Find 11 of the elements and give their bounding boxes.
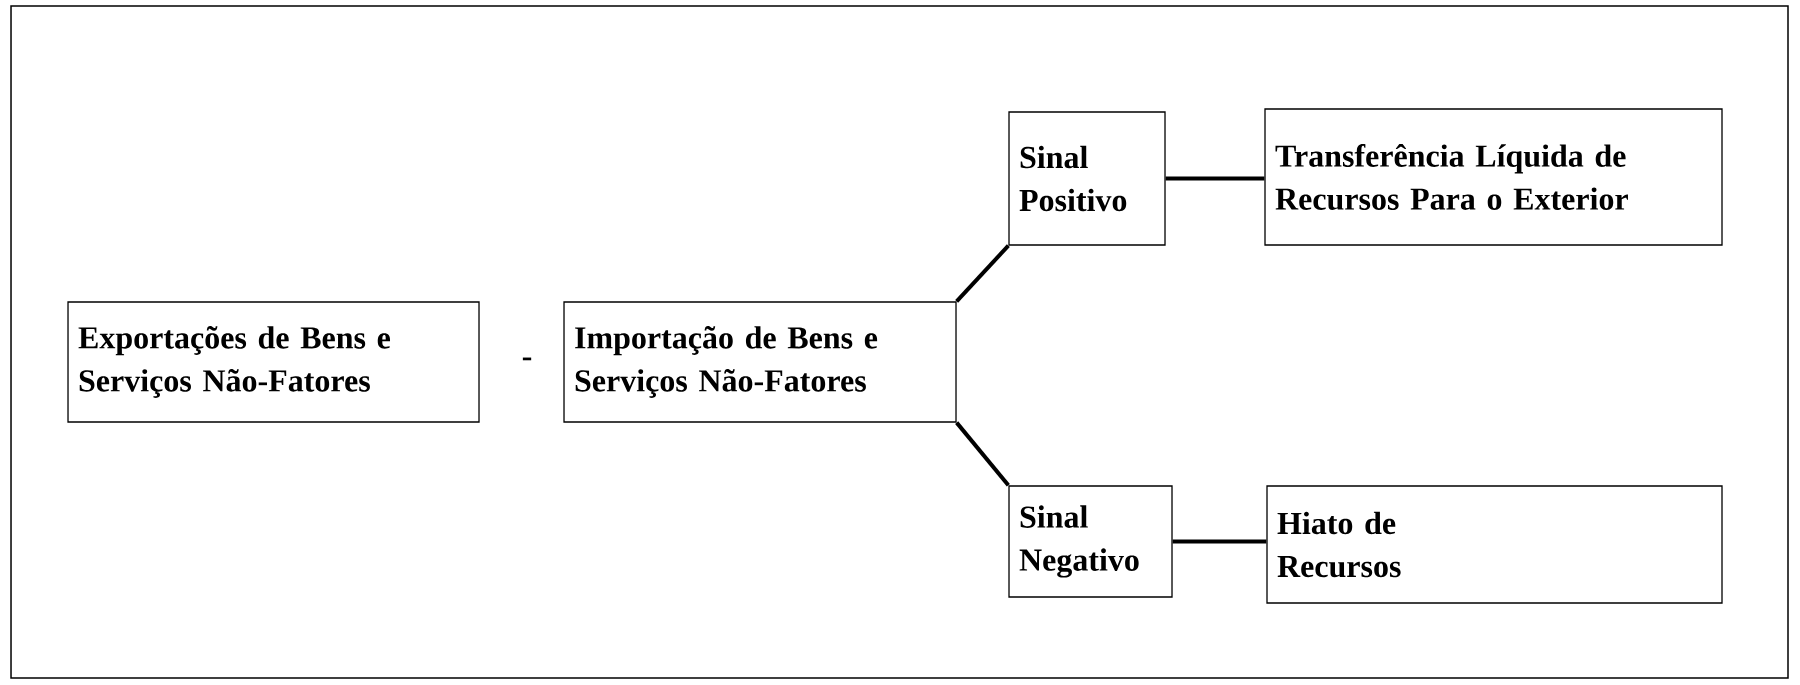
connector-line bbox=[955, 244, 1010, 303]
connector-line bbox=[1172, 539, 1267, 544]
connector-line bbox=[955, 421, 1010, 487]
minus-sign: - bbox=[522, 357, 532, 361]
text-box: Importação de Bens e Serviços Não-Fatores bbox=[563, 301, 957, 423]
text-box: Sinal Negativo bbox=[1008, 485, 1173, 598]
text-box: Sinal Positivo bbox=[1008, 111, 1166, 246]
text-box: Exportações de Bens e Serviços Não-Fatores bbox=[67, 301, 480, 423]
connector-line bbox=[1165, 176, 1265, 181]
text-box: Transferência Líquida de Recursos Para o Exterior bbox=[1264, 108, 1723, 246]
text-box: Hiato de Recursos bbox=[1266, 485, 1723, 604]
